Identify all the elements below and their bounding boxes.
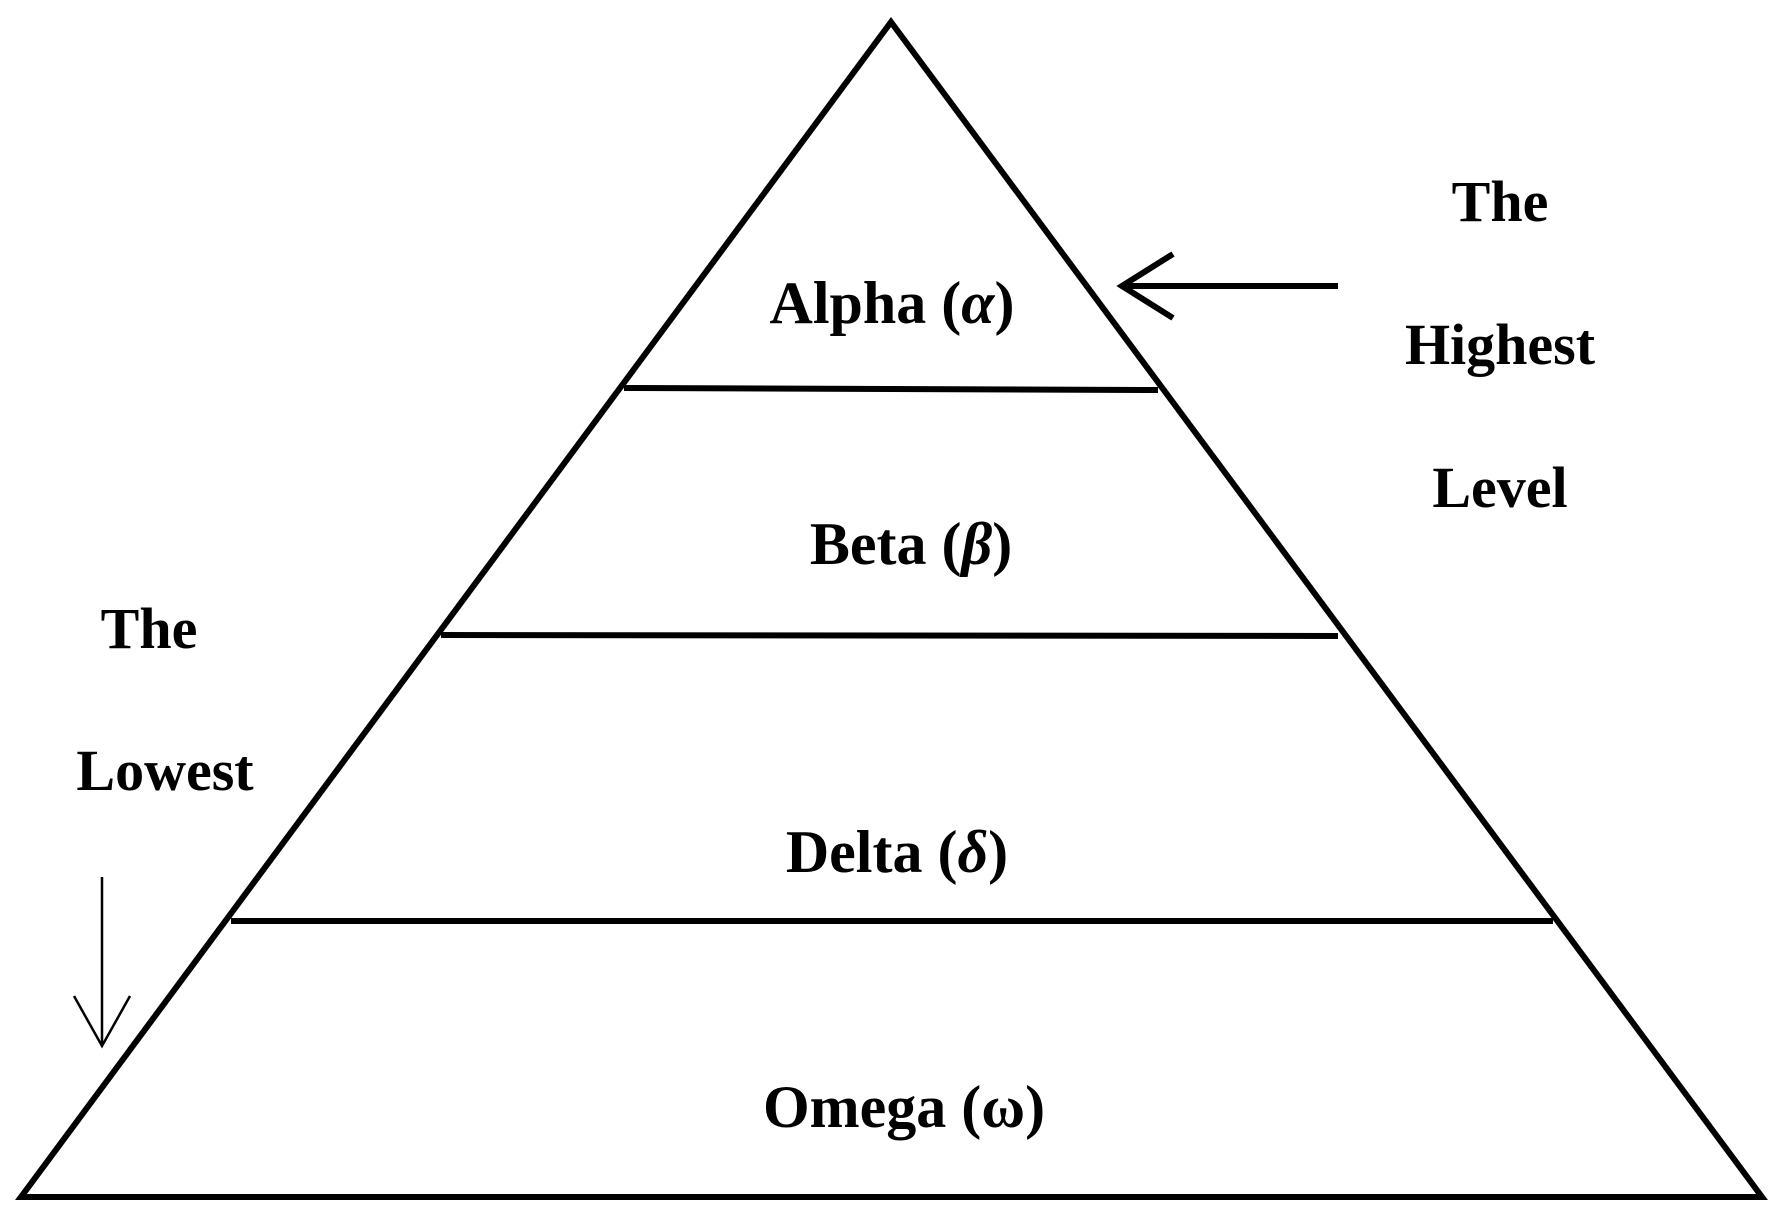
- level-label-omega: Omega (ω): [763, 1074, 1045, 1140]
- divider-alpha-beta: [623, 385, 1159, 393]
- beta-symbol: β: [959, 511, 992, 577]
- highest-label-line3: Level: [1432, 455, 1567, 520]
- arrow-left-icon: [1116, 251, 1338, 321]
- delta-symbol: δ: [957, 819, 988, 885]
- level-name: Omega: [763, 1074, 946, 1140]
- level-name: Beta: [810, 511, 927, 577]
- alpha-symbol: α: [961, 270, 995, 336]
- level-name: Alpha: [770, 270, 927, 336]
- arrow-down-icon: [72, 877, 132, 1049]
- omega-symbol: ω: [981, 1074, 1025, 1140]
- highest-label-line1: The: [1452, 169, 1549, 234]
- highest-label-line2: Highest: [1405, 312, 1596, 377]
- lowest-label-line2: Lowest: [76, 738, 254, 803]
- pyramid-outline: [15, 16, 1768, 1200]
- level-name: Delta: [786, 819, 923, 885]
- level-label-beta: Beta (β): [810, 511, 1012, 577]
- level-label-alpha: Alpha (α): [770, 270, 1015, 336]
- divider-beta-delta: [440, 632, 1339, 639]
- level-label-delta: Delta (δ): [786, 819, 1008, 885]
- lowest-label-line1: The: [101, 596, 198, 661]
